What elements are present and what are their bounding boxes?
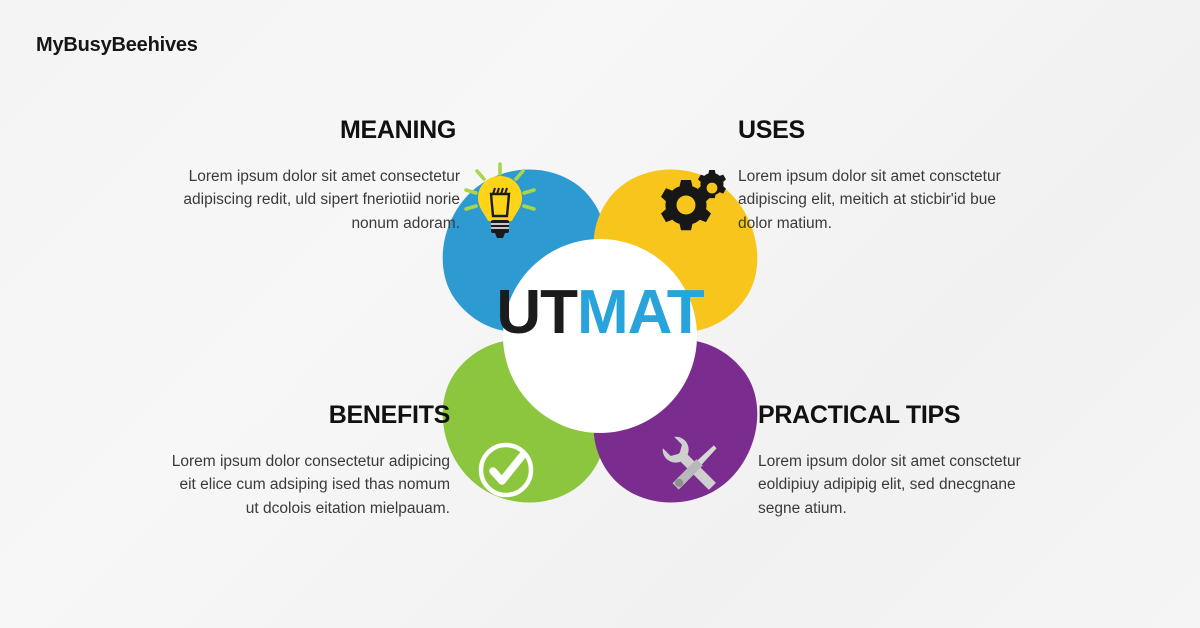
center-disc <box>503 239 697 433</box>
section-practical-tips: PRACTICAL TIPS Lorem ipsum dolor sit ame… <box>758 403 1048 520</box>
gears-icon <box>661 170 726 231</box>
section-benefits-body: Lorem ipsum dolor consectetur adipicing … <box>171 453 450 517</box>
section-benefits-title: BENEFITS <box>328 401 451 429</box>
section-uses-body: Lorem ipsum dolor sit amet consctetur ad… <box>738 168 1001 232</box>
tools-icon <box>662 436 717 490</box>
section-practical-tips-body: Lorem ipsum dolor sit amet consctetur eo… <box>758 453 1021 517</box>
section-meaning: MEANING Lorem ipsum dolor sit amet conse… <box>180 118 460 235</box>
section-practical-tips-title: PRACTICAL TIPS <box>758 401 961 429</box>
section-uses-title: USES <box>738 116 805 144</box>
lightbulb-icon <box>464 162 536 238</box>
check-circle-icon <box>478 442 534 498</box>
circular-diagram <box>408 134 792 538</box>
section-meaning-title: MEANING <box>340 116 456 144</box>
section-benefits: BENEFITS Lorem ipsum dolor consectetur a… <box>170 401 451 520</box>
section-uses: USES Lorem ipsum dolor sit amet consctet… <box>738 118 1018 235</box>
brand-logo-text: MyBusyBeehives <box>36 34 198 56</box>
section-meaning-body: Lorem ipsum dolor sit amet consectetur a… <box>183 168 460 232</box>
